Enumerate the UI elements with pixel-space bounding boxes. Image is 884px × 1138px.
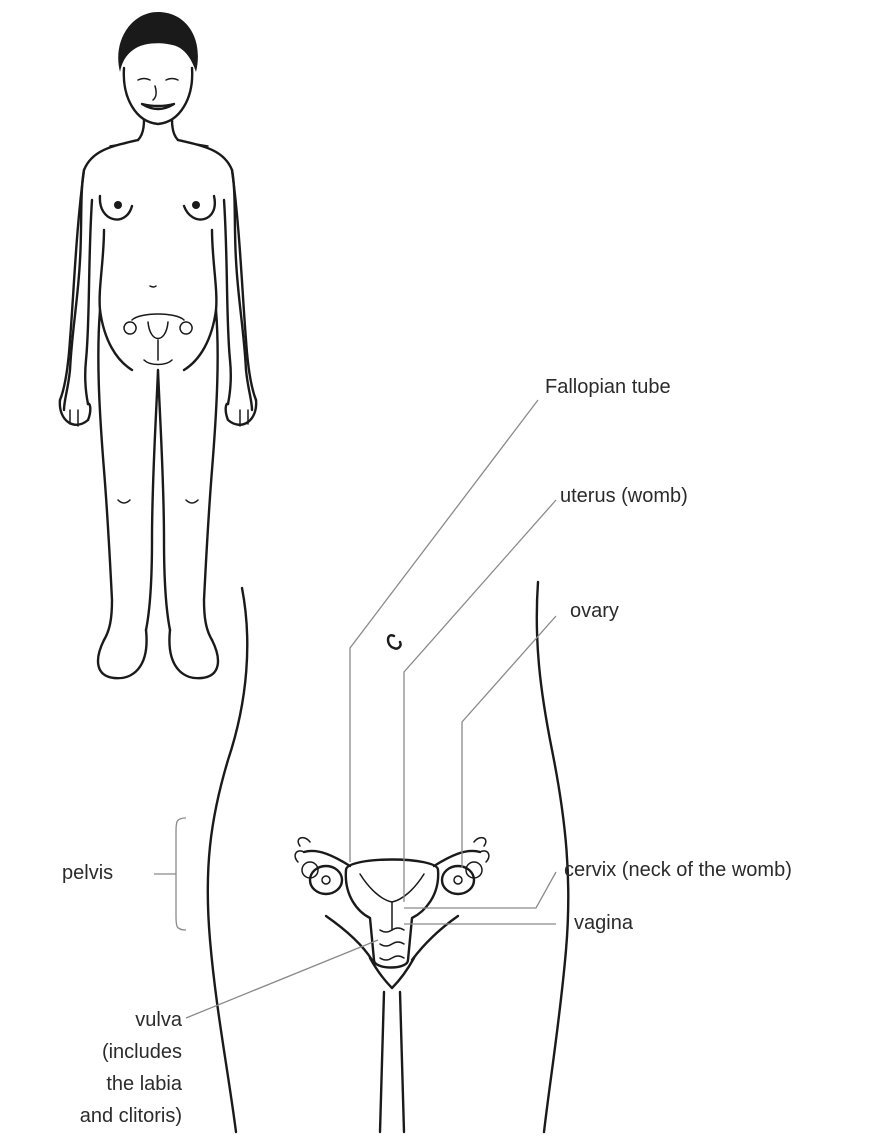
label-pelvis: pelvis — [62, 859, 113, 887]
leader-fallopian-tube — [350, 400, 538, 862]
left-body-outline — [208, 588, 248, 1132]
label-vulva-line2: (includes — [80, 1036, 182, 1068]
leader-cervix — [404, 872, 556, 908]
label-uterus: uterus (womb) — [560, 482, 688, 510]
label-vulva-line3: the labia — [80, 1068, 182, 1100]
figure-hair — [118, 12, 198, 72]
ovary-right — [442, 866, 474, 894]
woman-figure — [60, 12, 256, 678]
label-vulva: vulva (includes the labia and clitoris) — [80, 1004, 182, 1132]
thigh-crease-left — [326, 916, 372, 960]
thigh-crease-right — [412, 916, 458, 960]
label-cervix: cervix (neck of the womb) — [564, 856, 792, 884]
leader-ovary — [462, 616, 556, 868]
figure-face — [124, 68, 192, 124]
label-vulva-line4: and clitoris) — [80, 1100, 182, 1132]
label-ovary: ovary — [570, 597, 619, 625]
navel — [388, 635, 401, 648]
fallopian-tube-right — [434, 851, 480, 866]
fallopian-tube-left — [304, 851, 350, 866]
ovary-left — [310, 866, 342, 894]
label-fallopian-tube: Fallopian tube — [545, 373, 671, 401]
label-vulva-line1: vulva — [80, 1004, 182, 1036]
pelvis-view — [154, 582, 568, 1132]
pelvis-bracket — [176, 818, 186, 930]
label-vagina: vagina — [574, 909, 633, 937]
